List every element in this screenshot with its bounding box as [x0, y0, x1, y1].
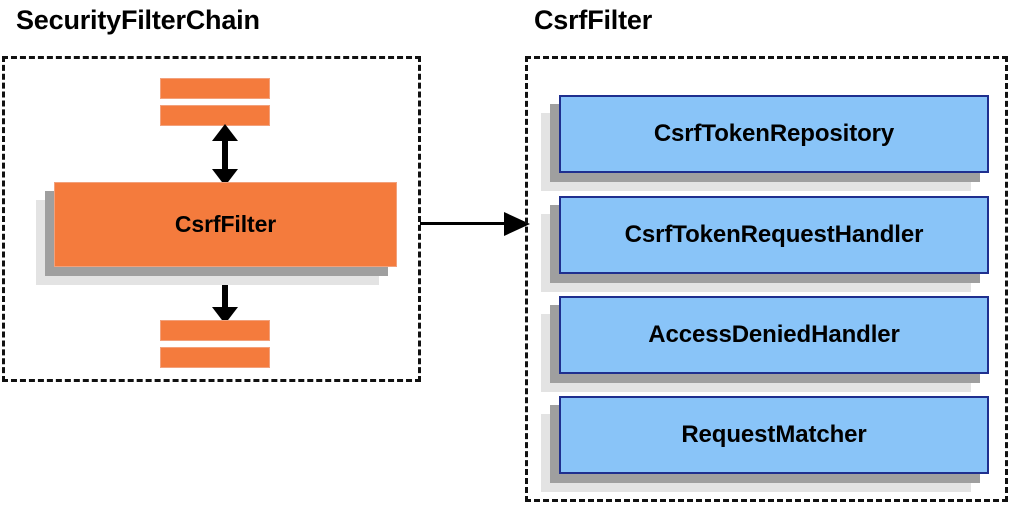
connector-shaft: [420, 222, 508, 225]
card-label-csrftokenrequesthandler: CsrfTokenRequestHandler: [624, 221, 924, 248]
arrow-head-down-icon: [212, 307, 238, 324]
card-face: CsrfTokenRequestHandler: [559, 196, 989, 274]
arrow-head-up-icon: [212, 124, 238, 141]
panel-title-csrffilter: CsrfFilter: [534, 5, 653, 35]
filter-bar-top-1: [160, 78, 270, 99]
arrow-head-down-icon: [212, 169, 238, 186]
connector-arrow-icon-chain-to-detail: [420, 212, 530, 236]
card-label-csrftokenrepository: CsrfTokenRepository: [653, 120, 895, 147]
card-face: RequestMatcher: [559, 396, 989, 474]
card-csrftokenrepository[interactable]: CsrfTokenRepository: [541, 95, 989, 191]
card-face: CsrfTokenRepository: [559, 95, 989, 173]
card-csrftokenrequesthandler[interactable]: CsrfTokenRequestHandler: [541, 196, 989, 292]
card-requestmatcher[interactable]: RequestMatcher: [541, 396, 989, 492]
filter-bar-top-2: [160, 105, 270, 126]
double-arrow-icon-above-csrffilter: [212, 124, 238, 186]
card-label-requestmatcher: RequestMatcher: [681, 421, 867, 448]
card-accessdeniedhandler[interactable]: AccessDeniedHandler: [541, 296, 989, 392]
arrow-shaft: [222, 275, 228, 313]
panel-title-security-filter-chain: SecurityFilterChain: [16, 5, 260, 35]
panel-security-filter-chain: [2, 56, 421, 382]
filter-bar-bottom-2: [160, 347, 270, 368]
card-face: AccessDeniedHandler: [559, 296, 989, 374]
card-csrffilter[interactable]: CsrfFilter: [36, 182, 397, 285]
filter-bar-bottom-1: [160, 320, 270, 341]
card-face: CsrfFilter: [54, 182, 397, 267]
panel-csrffilter: [525, 56, 1008, 502]
card-label-csrffilter: CsrfFilter: [174, 211, 277, 237]
arrow-shaft: [222, 135, 228, 175]
card-label-accessdeniedhandler: AccessDeniedHandler: [648, 321, 900, 348]
